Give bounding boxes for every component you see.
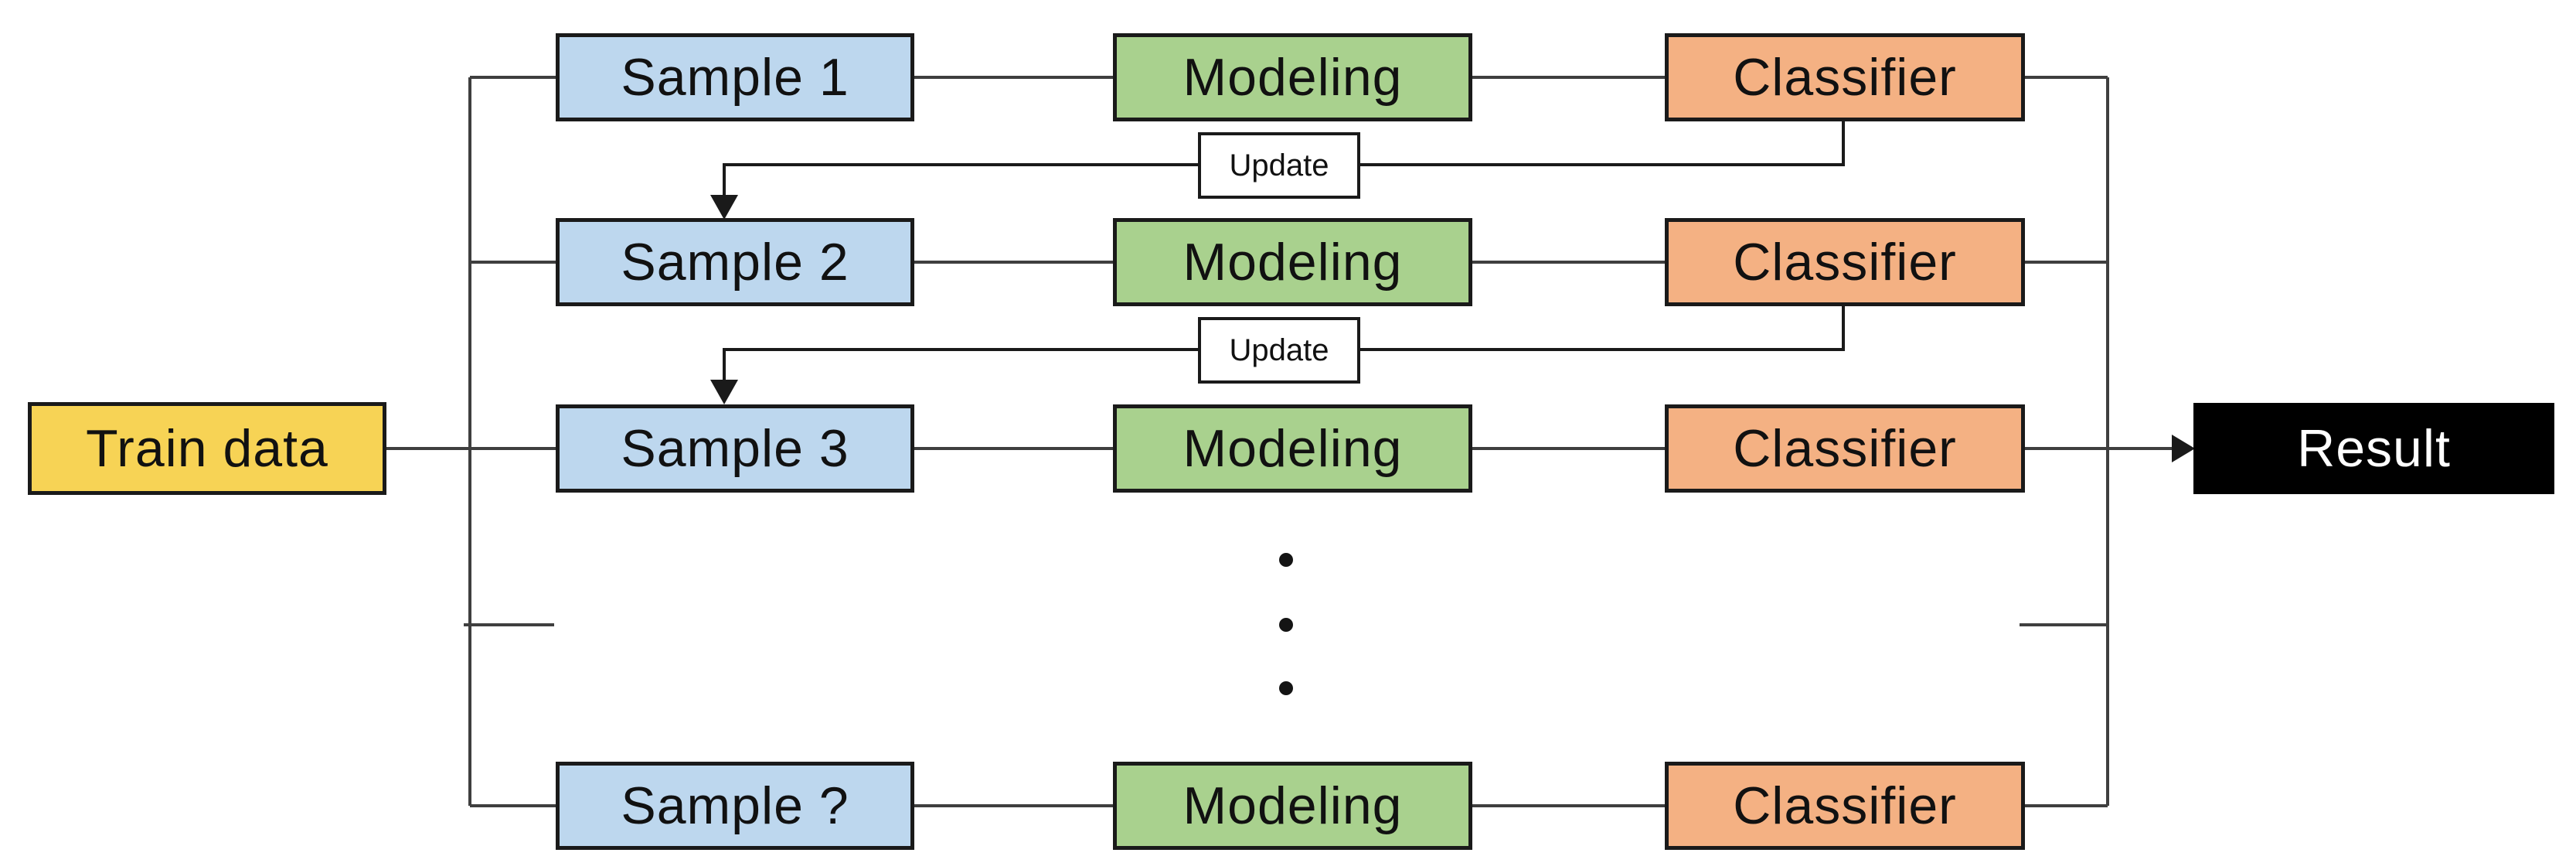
node-classifier-3: Classifier: [1665, 404, 2025, 493]
update1-arrowhead-icon: [710, 195, 738, 220]
node-classifier-q: Classifier: [1665, 762, 2025, 850]
node-update-2: Update: [1198, 317, 1360, 384]
node-update-1: Update: [1198, 132, 1360, 199]
node-sample-1: Sample 1: [556, 33, 914, 121]
result-arrowhead-icon: [2172, 435, 2195, 462]
node-modeling-1: Modeling: [1113, 33, 1472, 121]
node-modeling-3: Modeling: [1113, 404, 1472, 493]
node-sample-3: Sample 3: [556, 404, 914, 493]
node-result: Result: [2193, 403, 2554, 494]
node-modeling-q: Modeling: [1113, 762, 1472, 850]
node-train-data: Train data: [28, 402, 386, 495]
node-sample-2: Sample 2: [556, 218, 914, 306]
node-classifier-2: Classifier: [1665, 218, 2025, 306]
vertical-ellipsis-icon: [1279, 553, 1293, 695]
update2-arrowhead-icon: [710, 380, 738, 404]
node-classifier-1: Classifier: [1665, 33, 2025, 121]
node-sample-q: Sample ?: [556, 762, 914, 850]
node-modeling-2: Modeling: [1113, 218, 1472, 306]
